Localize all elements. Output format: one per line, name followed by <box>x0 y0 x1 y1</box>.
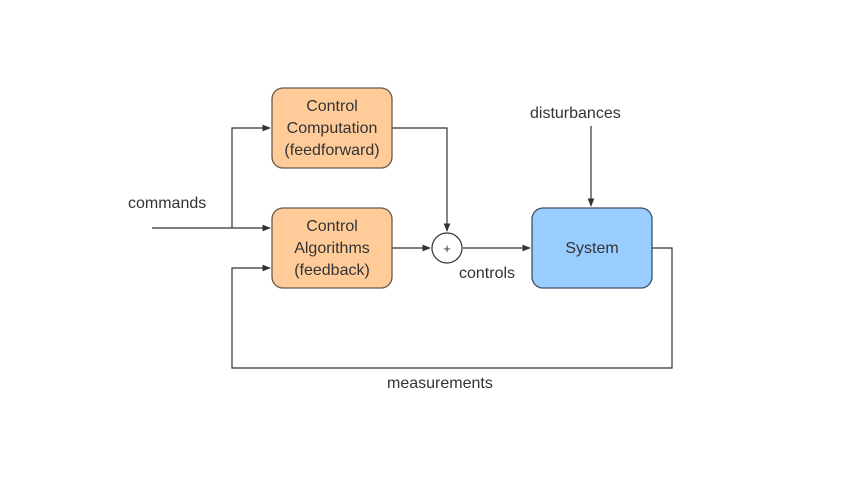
summing-junction-circle <box>431 232 463 264</box>
feedforward-line-1: Control <box>306 98 358 115</box>
feedback-block-shape <box>271 207 393 289</box>
system-block-shape <box>531 207 653 289</box>
controls-label: controls <box>459 265 515 282</box>
system-label: System <box>565 240 618 257</box>
measurements-label: measurements <box>387 375 493 392</box>
commands-label: commands <box>128 195 206 212</box>
feedback-line-1: Control <box>306 218 358 235</box>
disturbances-label: disturbances <box>530 105 621 122</box>
feedforward-block: Control Computation (feedforward) <box>271 87 393 169</box>
feedback-block: Control Algorithms (feedback) <box>271 207 393 289</box>
feedforward-to-sum-arrow <box>392 127 451 232</box>
summing-junction: + <box>431 232 463 264</box>
system-block: System <box>531 207 653 289</box>
feedback-line-3: (feedback) <box>294 262 370 279</box>
measurements-feedback-loop <box>231 247 673 369</box>
plus-icon: + <box>443 241 451 256</box>
feedforward-block-shape <box>271 87 393 169</box>
feedback-line-2: Algorithms <box>294 240 370 257</box>
feedforward-line-3: (feedforward) <box>284 142 379 159</box>
commands-to-feedforward-arrow <box>231 124 271 228</box>
feedforward-line-2: Computation <box>287 120 378 137</box>
